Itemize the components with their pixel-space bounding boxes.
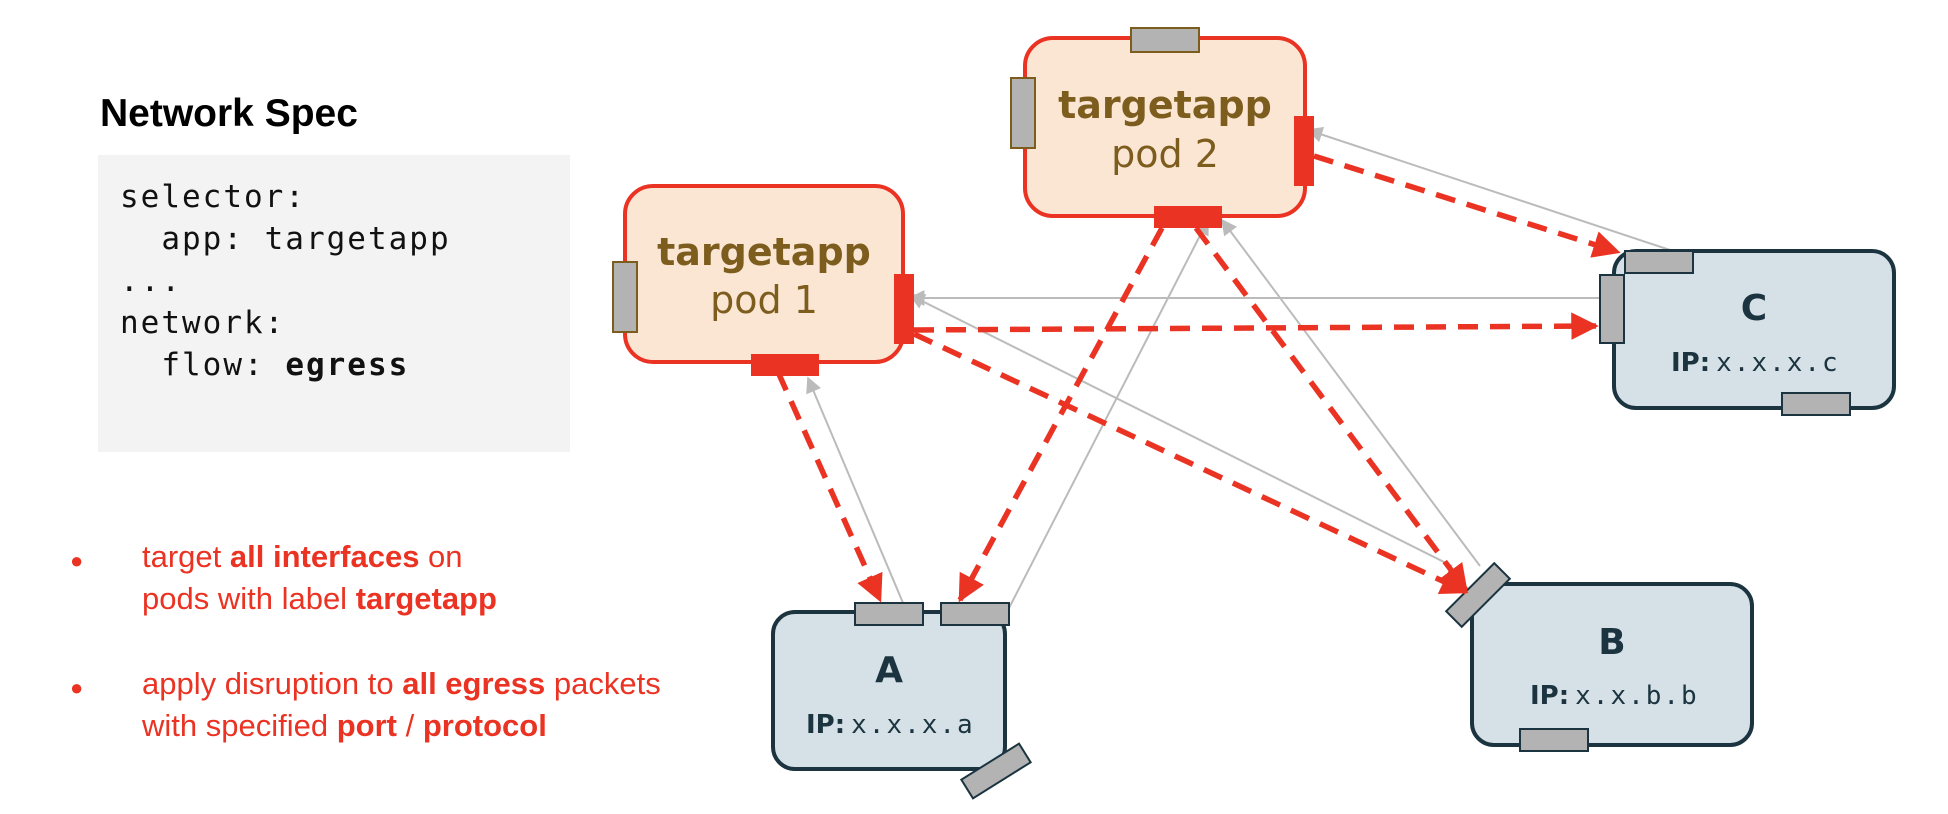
bullet-1-text-end: on [419,539,463,574]
pod-1: targetapp pod 1 [612,184,914,376]
node-b-name: B [1598,622,1625,663]
pod-2-title: targetapp [1058,83,1272,127]
pod-2: targetapp pod 2 [1010,27,1314,228]
bullet-1-line-2: pods with label targetapp [142,578,497,620]
node-a-interface-3 [959,742,1033,800]
return-lines [806,126,1671,611]
node-c-ip-label: IP: [1671,348,1710,378]
return-line-a-pod2 [1007,218,1209,611]
node-b-ip-label: IP: [1530,681,1569,711]
pod-2-box [1023,36,1307,218]
node-b-box [1470,582,1754,747]
pod-2-interface-bottom [1154,206,1222,228]
bullet-2-text-2: with specified [142,708,337,743]
pod-1-subtitle: pod 1 [710,278,818,322]
bullet-2-port: port [336,708,397,743]
node-c-interface-1 [1624,250,1694,274]
code-line-ellipsis: ... [120,263,182,299]
bullet-2-text-end: packets [545,666,661,701]
node-c-interface-2 [1599,274,1625,344]
pod-2-interface-left [1010,77,1036,149]
node-c-box [1612,249,1896,410]
bullet-2-line-1: apply disruption to all egress packets [142,663,661,705]
node-a-ip: IP:x.x.x.a [806,710,975,740]
bullet-2-emphasis: all egress [402,666,546,701]
egress-arrow-pod1-c [913,312,1599,340]
node-a-interface-1 [854,602,924,626]
egress-arrows [775,153,1621,603]
return-line-c-pod2 [1306,126,1671,251]
return-line-b-pod1 [908,294,1453,567]
node-a-ip-label: IP: [806,710,845,740]
code-line-network: network: [120,305,286,341]
node-a-ip-value: x.x.x.a [851,710,975,740]
pod-1-interface-left [612,261,638,333]
node-c-name: C [1741,288,1767,329]
bullet-dot-1: ● [70,548,84,573]
code-line-app: app: targetapp [120,221,451,257]
network-spec-heading: Network Spec [100,92,358,135]
node-c: C IP:x.x.x.c [1599,249,1896,416]
node-a-name: A [875,650,903,691]
egress-arrow-pod2-b [1193,226,1469,593]
bullet-1-line-1: target all interfaces on [142,536,497,578]
egress-arrow-pod2-a [957,226,1165,603]
node-c-interface-3 [1781,392,1851,416]
bullet-2-separator: / [396,708,423,743]
node-b-ip: IP:x.x.b.b [1530,681,1699,711]
code-line-flow: flow: [120,347,286,383]
egress-arrow-pod1-b [912,331,1469,595]
egress-arrow-pod1-a [775,370,883,603]
node-b-interface-2 [1519,728,1589,752]
bullet-1-emphasis: all interfaces [229,539,420,574]
bullet-1: target all interfaces on pods with label… [142,536,497,620]
node-b-ip-value: x.x.b.b [1575,681,1699,711]
pod-1-interface-bottom [751,354,819,376]
bullet-2: apply disruption to all egress packets w… [142,663,661,747]
node-b-interface-1 [1444,561,1512,629]
pod-2-interface-top [1130,27,1200,53]
bullet-2-line-2: with specified port / protocol [142,705,661,747]
code-flow-value: egress [285,347,410,383]
pod-1-title: targetapp [657,230,871,274]
network-spec-code: selector: app: targetapp ... network: fl… [120,176,451,386]
node-a: A IP:x.x.x.a [771,602,1033,800]
bullet-dot-2: ● [70,675,84,700]
bullet-2-text: apply disruption to [142,666,403,701]
node-a-interface-2 [940,602,1010,626]
bullet-1-text: target [142,539,230,574]
bullet-2-protocol: protocol [422,708,547,743]
code-line-selector: selector: [120,179,306,215]
node-b: B IP:x.x.b.b [1444,561,1754,752]
pod-2-subtitle: pod 2 [1111,132,1219,176]
bullet-1-label-emphasis: targetapp [355,581,497,616]
pod-2-interface-right [1294,116,1314,186]
node-c-ip: IP:x.x.x.c [1671,348,1840,378]
return-line-b-pod2 [1221,218,1481,567]
network-spec-code-box [98,155,570,452]
bullet-1-text-2: pods with label [142,581,356,616]
pod-1-interface-right [894,274,914,344]
pod-1-box [623,184,905,364]
egress-arrow-pod2-c [1313,153,1621,258]
return-line-a-pod1 [806,376,907,611]
node-c-ip-value: x.x.x.c [1716,348,1840,378]
